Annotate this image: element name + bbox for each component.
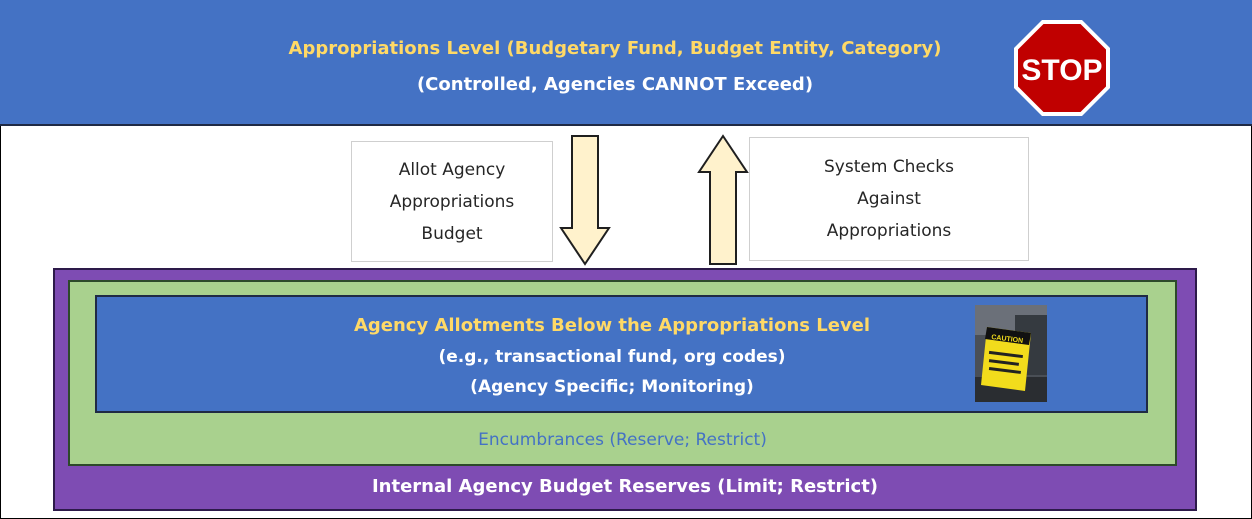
agency-allotments-box: Agency Allotments Below the Appropriatio… <box>95 295 1148 413</box>
appropriations-level-box: Appropriations Level (Budgetary Fund, Bu… <box>0 0 1252 126</box>
system-checks-note: System Checks Against Appropriations <box>749 137 1029 261</box>
allotments-monitoring-line: (Agency Specific; Monitoring) <box>470 377 754 397</box>
encumbrances-label: Encumbrances (Reserve; Restrict) <box>478 430 767 450</box>
appropriations-subtitle: (Controlled, Agencies CANNOT Exceed) <box>416 74 814 95</box>
stop-sign-icon: STOP <box>1014 20 1110 116</box>
down-arrow-icon <box>559 135 611 266</box>
allotments-title: Agency Allotments Below the Appropriatio… <box>353 315 871 336</box>
allot-note-line: Budget <box>421 223 483 244</box>
internal-reserves-label: Internal Agency Budget Reserves (Limit; … <box>371 476 879 497</box>
allot-budget-note: Allot Agency Appropriations Budget <box>351 141 553 262</box>
check-note-line: Against <box>857 189 921 209</box>
up-arrow-icon <box>697 134 749 265</box>
caution-sign-image: CAUTION <box>975 305 1047 402</box>
allotments-example-line: (e.g., transactional fund, org codes) <box>438 347 786 367</box>
allot-note-line: Allot Agency <box>398 159 506 180</box>
caution-sign-text: CAUTION <box>991 334 1024 345</box>
stop-sign-text: STOP <box>1021 54 1102 87</box>
check-note-line: System Checks <box>824 157 954 177</box>
allot-note-line: Appropriations <box>389 191 515 212</box>
check-note-line: Appropriations <box>826 221 952 241</box>
appropriations-title: Appropriations Level (Budgetary Fund, Bu… <box>288 38 942 59</box>
